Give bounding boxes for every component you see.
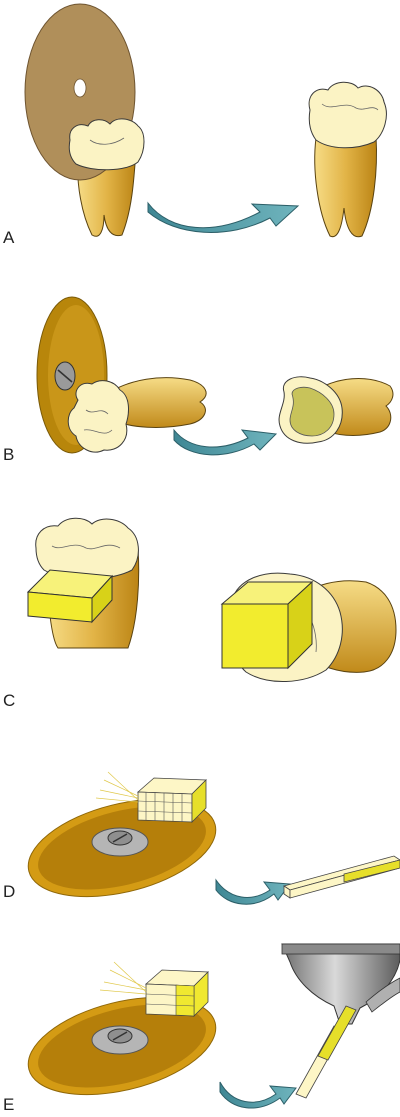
panel-label: A xyxy=(3,228,15,247)
resin-block-side xyxy=(91,574,113,624)
slice-resin xyxy=(343,859,400,883)
tooth-crown xyxy=(67,380,129,453)
resin-block-front xyxy=(221,603,289,669)
panel-label: B xyxy=(3,445,14,464)
panel-label: E xyxy=(3,1095,14,1114)
panel-e: E xyxy=(3,943,400,1114)
panel-c: C xyxy=(3,517,397,710)
tooth-root xyxy=(109,377,207,428)
disc-hole xyxy=(73,78,87,98)
instrument-band xyxy=(281,943,400,955)
resin-block-side xyxy=(287,580,313,670)
panel-d: D xyxy=(3,771,400,905)
block-resin-face xyxy=(175,984,195,1017)
panel-a: A xyxy=(3,3,387,247)
panel-label: D xyxy=(3,882,15,901)
panel-b: B xyxy=(3,296,394,464)
panel-label: C xyxy=(3,691,15,710)
arrow xyxy=(215,878,291,905)
instrument-arm xyxy=(365,977,400,1013)
pulp-section xyxy=(289,386,335,437)
tooth-root xyxy=(314,135,377,238)
arrow xyxy=(219,1081,297,1109)
block-side xyxy=(191,779,207,823)
instrument-nose xyxy=(281,943,400,1025)
spray-lines xyxy=(95,771,139,803)
tooth-crown xyxy=(308,81,387,149)
arrow xyxy=(147,201,300,233)
spray-lines xyxy=(99,961,147,995)
arrow xyxy=(173,428,278,456)
specimen-resin xyxy=(317,1005,357,1061)
